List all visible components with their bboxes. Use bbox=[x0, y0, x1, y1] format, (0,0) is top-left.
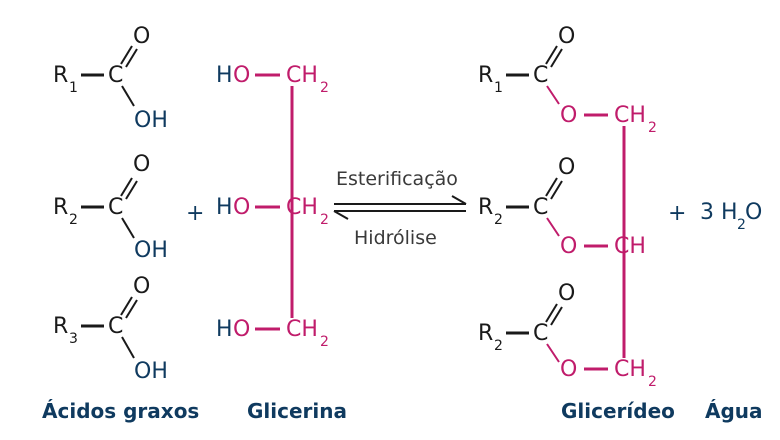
double-bond-a bbox=[545, 45, 558, 65]
hydroxyl: OH bbox=[134, 108, 168, 133]
carbonyl-oxygen: O bbox=[558, 281, 575, 306]
carbon: C bbox=[533, 63, 548, 88]
hydroxyl: OH bbox=[134, 238, 168, 263]
ester-oxygen: O bbox=[560, 234, 577, 259]
r-group: R bbox=[478, 321, 493, 346]
hydrogen: H bbox=[216, 195, 233, 220]
hydrogen: H bbox=[216, 317, 233, 342]
caption-water: Água bbox=[705, 399, 763, 423]
carbon: C bbox=[108, 195, 123, 220]
ester-row-3: R 2 C O O CH 2 bbox=[478, 281, 657, 390]
double-bond-a bbox=[120, 45, 133, 65]
carbonyl-oxygen: O bbox=[133, 274, 150, 299]
carbon: C bbox=[533, 321, 548, 346]
ester-oxygen: O bbox=[560, 103, 577, 128]
double-bond-b bbox=[125, 299, 138, 319]
carbon: C bbox=[108, 314, 123, 339]
water-oxygen: O bbox=[745, 200, 762, 225]
ch2-group: CH bbox=[286, 317, 318, 342]
ester-row-1: R 1 C O O CH 2 bbox=[478, 24, 657, 136]
ch2-subscript: 2 bbox=[648, 374, 657, 390]
ch2-group: CH bbox=[614, 357, 646, 382]
oxygen: O bbox=[233, 317, 250, 342]
bond-c-oh bbox=[121, 217, 135, 239]
double-bond-a bbox=[120, 177, 133, 197]
glycerol-row-3: H O CH 2 bbox=[216, 317, 329, 350]
caption-glycerol: Glicerina bbox=[247, 399, 347, 423]
glycerol-row-2: H O CH 2 bbox=[216, 195, 329, 228]
ester-row-2: R 2 C O O CH bbox=[478, 155, 646, 259]
carbonyl-oxygen: O bbox=[133, 152, 150, 177]
r-subscript: 2 bbox=[494, 212, 503, 228]
water-coefficient: 3 H bbox=[700, 200, 738, 225]
carbonyl-oxygen: O bbox=[558, 155, 575, 180]
r-subscript: 2 bbox=[494, 338, 503, 354]
hydrolysis-label: Hidrólise bbox=[354, 227, 437, 249]
bond-c-oh bbox=[121, 85, 135, 107]
esterification-label: Esterificação bbox=[336, 168, 458, 190]
r-subscript: 1 bbox=[494, 80, 503, 96]
oxygen: O bbox=[233, 63, 250, 88]
carbonyl-oxygen: O bbox=[133, 24, 150, 49]
double-bond-b bbox=[550, 306, 563, 326]
double-bond-b bbox=[125, 180, 138, 200]
ch2-group: CH bbox=[286, 63, 318, 88]
r-subscript: 2 bbox=[69, 212, 78, 228]
r-group: R bbox=[478, 195, 493, 220]
glycerol: H O CH 2 H O CH 2 H O CH 2 bbox=[216, 63, 329, 350]
oxygen: O bbox=[233, 195, 250, 220]
double-bond-a bbox=[120, 296, 133, 316]
double-bond-a bbox=[545, 177, 558, 197]
glycerol-row-1: H O CH 2 bbox=[216, 63, 329, 96]
hydrogen: H bbox=[216, 63, 233, 88]
double-bond-b bbox=[550, 180, 563, 200]
carbon: C bbox=[108, 63, 123, 88]
bond-c-o bbox=[546, 343, 560, 363]
caption-fatty-acids: Ácidos graxos bbox=[42, 399, 199, 423]
carbon: C bbox=[533, 195, 548, 220]
ch2-subscript: 2 bbox=[648, 120, 657, 136]
forward-arrow-head bbox=[451, 195, 467, 205]
r-group: R bbox=[53, 314, 68, 339]
ch-group: CH bbox=[614, 234, 646, 259]
r-subscript: 1 bbox=[69, 80, 78, 96]
hydroxyl: OH bbox=[134, 359, 168, 384]
ch2-group: CH bbox=[614, 103, 646, 128]
water: 3 H 2 O bbox=[700, 200, 762, 233]
ch2-subscript: 2 bbox=[320, 80, 329, 96]
double-bond-b bbox=[550, 48, 563, 68]
water-subscript: 2 bbox=[737, 217, 746, 233]
bond-c-o bbox=[546, 85, 560, 105]
fatty-acid-3: R 3 C O OH bbox=[53, 274, 168, 384]
glyceride: R 1 C O O CH 2 R 2 C O O CH R bbox=[478, 24, 657, 390]
r-subscript: 3 bbox=[69, 331, 78, 347]
double-bond-a bbox=[545, 303, 558, 323]
equilibrium-arrows: Esterificação Hidrólise bbox=[333, 168, 467, 249]
fatty-acid-1: R 1 C O OH bbox=[53, 24, 168, 133]
reverse-arrow-head bbox=[333, 210, 349, 220]
caption-glyceride: Glicerídeo bbox=[561, 399, 675, 423]
r-group: R bbox=[53, 195, 68, 220]
r-group: R bbox=[53, 63, 68, 88]
fatty-acid-2: R 2 C O OH bbox=[53, 152, 168, 263]
double-bond-b bbox=[125, 48, 138, 68]
ch2-subscript: 2 bbox=[320, 334, 329, 350]
plus-sign-products: + bbox=[668, 201, 686, 226]
ch2-group: CH bbox=[286, 195, 318, 220]
ester-oxygen: O bbox=[560, 357, 577, 382]
plus-sign-reactants: + bbox=[186, 201, 204, 226]
ch2-subscript: 2 bbox=[320, 212, 329, 228]
bond-c-o bbox=[546, 217, 560, 237]
r-group: R bbox=[478, 63, 493, 88]
bond-c-oh bbox=[121, 336, 135, 359]
carbonyl-oxygen: O bbox=[558, 24, 575, 49]
